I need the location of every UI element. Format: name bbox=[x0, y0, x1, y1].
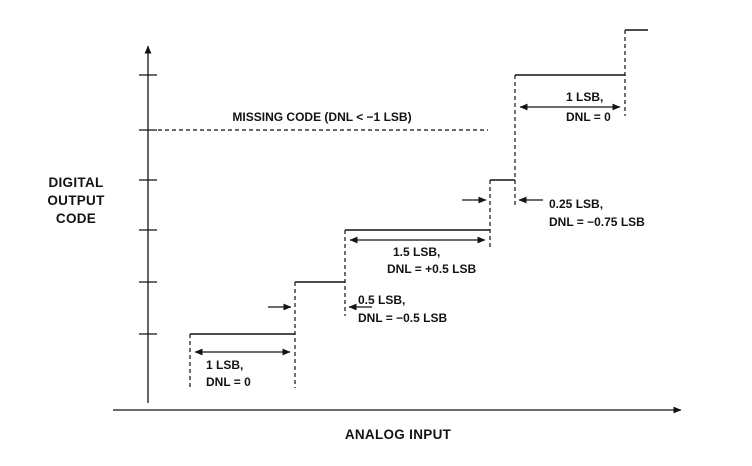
step4-label-line1: 0.25 LSB, bbox=[549, 197, 603, 211]
step5-label-line1: 1 LSB, bbox=[566, 90, 603, 104]
step2-label-line2: DNL = −0.5 LSB bbox=[358, 311, 447, 325]
step3-label-line2: DNL = +0.5 LSB bbox=[387, 262, 476, 276]
y-axis-title-line1: DIGITAL bbox=[48, 175, 103, 190]
annotation-arrows bbox=[194, 103, 621, 356]
step1-label-line2: DNL = 0 bbox=[206, 375, 251, 389]
staircase-steps bbox=[190, 29, 648, 335]
y-axis-title-line3: CODE bbox=[56, 211, 96, 226]
x-axis-title: ANALOG INPUT bbox=[345, 427, 452, 442]
staircase-risers bbox=[189, 30, 626, 388]
y-axis-title-line2: OUTPUT bbox=[47, 193, 105, 208]
step1-label-line1: 1 LSB, bbox=[206, 358, 243, 372]
missing-code-label: MISSING CODE (DNL < −1 LSB) bbox=[232, 110, 411, 124]
step2-label-line1: 0.5 LSB, bbox=[358, 293, 405, 307]
step4-label-line2: DNL = −0.75 LSB bbox=[549, 215, 645, 229]
axis-titles: DIGITAL OUTPUT CODE ANALOG INPUT bbox=[47, 175, 451, 442]
step5-label-line2: DNL = 0 bbox=[566, 110, 611, 124]
step3-label-line1: 1.5 LSB, bbox=[393, 245, 440, 259]
y-axis-ticks bbox=[139, 74, 157, 335]
annotation-labels: 1 LSB, DNL = 0 0.5 LSB, DNL = −0.5 LSB 1… bbox=[206, 90, 645, 389]
axes bbox=[113, 45, 682, 414]
